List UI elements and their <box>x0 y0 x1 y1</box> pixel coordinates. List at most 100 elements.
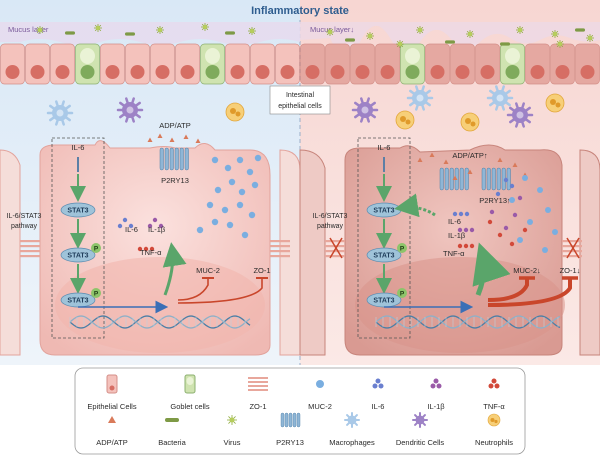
adp-atp-icon <box>195 138 201 143</box>
adp-atp-icon <box>452 175 458 180</box>
legend-epithelial-label: Epithelial Cells <box>87 402 136 411</box>
il1b-label-right: IL-1β <box>448 231 466 240</box>
p2ry13-helix <box>459 167 464 191</box>
bacteria-icon <box>345 38 355 42</box>
virus-icon <box>94 24 102 32</box>
epithelium-row-left <box>0 43 300 85</box>
legend-adp-label: ADP/ATP <box>96 438 128 447</box>
epithelium-row-right <box>300 43 600 85</box>
legend-epithelial-icon <box>106 374 118 394</box>
molecule-dot <box>522 227 528 233</box>
p2ry13-helix <box>496 167 501 191</box>
molecule-dot <box>542 247 548 253</box>
p2ry13-helix <box>174 147 179 171</box>
legend-dendritic-label: Dendritic Cells <box>396 438 445 447</box>
p2ry13-helix <box>439 167 444 191</box>
cell-nucleus <box>230 65 245 79</box>
molecule-dot <box>512 212 518 218</box>
adp-atp-icon <box>147 137 153 142</box>
molecule-dot <box>206 201 214 209</box>
il1b-label-left: IL-1β <box>148 225 166 234</box>
p2ry13-helix <box>169 147 174 171</box>
molecule-dot <box>517 195 523 201</box>
virus-icon <box>36 26 44 34</box>
cell-nucleus <box>55 65 70 79</box>
molecule-dot <box>254 154 262 162</box>
molecule-dot <box>128 223 134 229</box>
zo1-junction-strand <box>562 240 582 243</box>
molecule-dot <box>469 243 475 249</box>
adp-atp-label-right: ADP/ATP↑ <box>452 151 487 160</box>
molecule-dot <box>489 209 495 215</box>
legend-zo1-label: ZO-1 <box>249 402 266 411</box>
molecule-dot <box>158 223 164 229</box>
side-cell-right-mid <box>299 149 326 356</box>
side-cell-left-mid <box>279 149 301 356</box>
macrophage-icon <box>506 102 534 128</box>
legend-virus-icon <box>227 415 237 425</box>
legend-virus-label: Virus <box>224 438 241 447</box>
junction-disrupted-mark <box>329 237 343 259</box>
molecule-dot <box>527 219 533 225</box>
phosphate-badge <box>91 288 101 298</box>
stat3-protein <box>366 247 402 263</box>
molecule-dot <box>517 237 523 243</box>
cell-nucleus <box>355 65 370 79</box>
zo1-junction-strand <box>270 250 290 253</box>
macrophage-icon <box>46 100 74 126</box>
legend-il1b-label: IL-1β <box>427 402 445 411</box>
legend-bacteria-label: Bacteria <box>158 438 186 447</box>
molecule-dot <box>143 246 149 252</box>
bacteria-icon <box>65 31 75 35</box>
p2ry13-helix <box>159 147 164 171</box>
stat3-label: STAT3 <box>373 208 394 215</box>
molecule-dot <box>509 197 515 203</box>
molecule-dot <box>457 243 463 249</box>
il6-label-left: IL-6 <box>125 225 138 234</box>
pathway-box-left <box>51 137 105 339</box>
zo1-junction-strand <box>270 255 290 258</box>
secreted-molecules <box>117 133 558 253</box>
cell-nucleus <box>280 65 295 79</box>
junction-disrupted-mark <box>566 237 580 259</box>
cell-nucleus <box>380 65 395 79</box>
zo1-junction-strand <box>270 245 290 248</box>
goblet-vesicle <box>80 48 95 64</box>
legend-muc2-icon <box>316 380 324 388</box>
neutrophil-icon <box>460 112 480 132</box>
cell-nucleus <box>205 65 220 79</box>
mucus-label-left: Mucus layer <box>8 25 49 34</box>
p2ry13-helix <box>464 167 469 191</box>
molecule-dot <box>238 188 246 196</box>
phosphate-badge <box>397 288 407 298</box>
cell-nucleus <box>155 65 170 79</box>
cell-nucleus <box>580 65 595 79</box>
stat3-label: STAT3 <box>373 253 394 260</box>
phosphate-label: P <box>94 246 99 253</box>
legend-macrophages-label: Macrophages <box>329 438 375 447</box>
cell-nucleus <box>430 65 445 79</box>
luminal-microbes <box>36 23 594 48</box>
cell-nucleus <box>305 65 320 79</box>
macrophage-icon <box>406 85 434 111</box>
phosphate-badge <box>91 243 101 253</box>
legend-adp-icon <box>108 416 116 423</box>
molecule-dot <box>147 223 153 229</box>
bacteria-icon <box>125 32 135 36</box>
nucleus-right <box>355 257 565 353</box>
molecule-dot <box>537 187 543 193</box>
bacteria-icon <box>445 40 455 44</box>
adp-atp-icon <box>417 157 423 162</box>
cell-nucleus <box>455 65 470 79</box>
adp-atp-icon <box>467 169 473 174</box>
virus-icon <box>156 26 164 34</box>
molecule-dot <box>248 211 256 219</box>
p2ry13-helix <box>184 147 189 171</box>
molecule-dot <box>509 183 515 189</box>
feedback-arrow-right <box>394 193 436 218</box>
molecule-dot <box>246 168 254 176</box>
molecule-dot <box>457 227 463 233</box>
molecule-dot <box>236 201 244 209</box>
stat3-protein <box>60 202 96 218</box>
